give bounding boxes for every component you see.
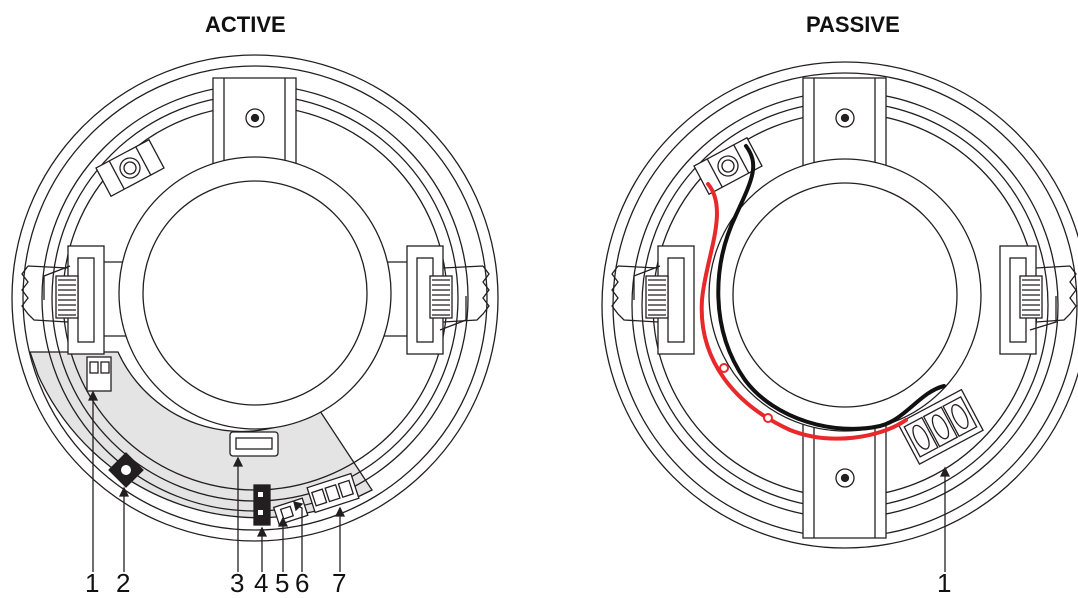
active-driver-outer: [118, 156, 392, 430]
active-jumper-block: [253, 484, 271, 526]
passive-speaker: [601, 61, 1078, 549]
callout-active-7: 7: [332, 568, 347, 598]
active-terminal-block: [95, 138, 165, 198]
callout-active-5: 5: [275, 568, 290, 598]
active-dip-switch: [86, 356, 112, 392]
passive-input-terminal: [693, 136, 763, 196]
active-driver-inner: [142, 180, 368, 406]
passive-wires: [699, 144, 946, 441]
callout-active-6: 6: [295, 568, 310, 598]
callout-passive-1: 1: [937, 568, 952, 598]
callout-active-3: 3: [230, 568, 245, 598]
active-usb-port: [229, 431, 279, 457]
red-wire: [699, 182, 908, 441]
black-wire: [716, 144, 946, 431]
active-leaders: [87, 390, 346, 572]
passive-output-terminal: [897, 388, 984, 465]
active-right-clamp: [376, 245, 490, 355]
passive-right-clamp: [999, 245, 1077, 355]
passive-outer-rim: [601, 61, 1078, 549]
active-speaker: [11, 54, 499, 542]
passive-title: PASSIVE: [806, 12, 900, 37]
passive-driver-outer: [708, 158, 982, 432]
active-output-terminal: [306, 472, 360, 514]
callout-active-1: 1: [85, 568, 100, 598]
passive-bottom-bracket: [802, 420, 887, 539]
active-title: ACTIVE: [205, 12, 286, 37]
callout-active-2: 2: [116, 568, 131, 598]
passive-driver-inner: [732, 182, 958, 408]
passive-left-clamp: [611, 245, 695, 355]
active-left-clamp: [21, 245, 135, 355]
callout-active-4: 4: [254, 568, 269, 598]
passive-leaders: [939, 466, 951, 572]
active-outer-rim: [11, 54, 499, 542]
